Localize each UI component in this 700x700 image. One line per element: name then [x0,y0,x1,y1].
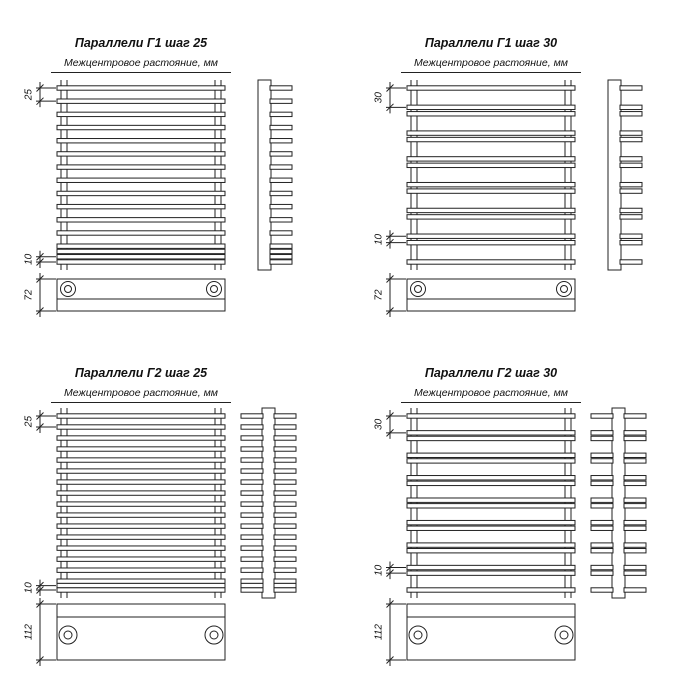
center-distance-label: Межцентровое растояние, мм [51,387,231,403]
panel-title: Параллели Г1 шаг 30 [424,36,558,50]
svg-text:112: 112 [374,624,385,640]
svg-text:30: 30 [374,418,385,430]
radiator-technical-drawing: 25 10 72 [24,79,293,317]
center-distance-label: Межцентровое растояние, мм [401,57,581,73]
radiator-technical-drawing: 30 10 72 [374,79,643,317]
panel-title: Параллели Г1 шаг 25 [74,36,208,50]
svg-text:72: 72 [374,289,385,301]
svg-text:25: 25 [24,89,35,102]
svg-text:10: 10 [24,253,35,265]
svg-text:10: 10 [24,582,35,594]
svg-text:112: 112 [24,624,35,640]
center-distance-label: Межцентровое растояние, мм [51,57,231,73]
panel-g1-step30: Параллели Г1 шаг 30 Межцентровое растоян… [350,0,700,350]
panel-g2-step30: Параллели Г2 шаг 30 Межцентровое растоян… [350,350,700,700]
center-distance-label: Межцентровое растояние, мм [401,387,581,403]
svg-text:30: 30 [374,92,385,104]
panel-title: Параллели Г2 шаг 25 [74,366,208,380]
svg-text:25: 25 [24,416,35,429]
radiator-technical-drawing: 25 10 112 [24,407,297,666]
svg-text:72: 72 [24,289,35,301]
svg-text:10: 10 [374,564,385,576]
svg-text:10: 10 [374,233,385,245]
panel-g2-step25: Параллели Г2 шаг 25 Межцентровое растоян… [0,350,350,700]
panel-title: Параллели Г2 шаг 30 [424,366,558,380]
radiator-technical-drawing: 30 10 112 [374,407,647,666]
panel-g1-step25: Параллели Г1 шаг 25 Межцентровое растоян… [0,0,350,350]
